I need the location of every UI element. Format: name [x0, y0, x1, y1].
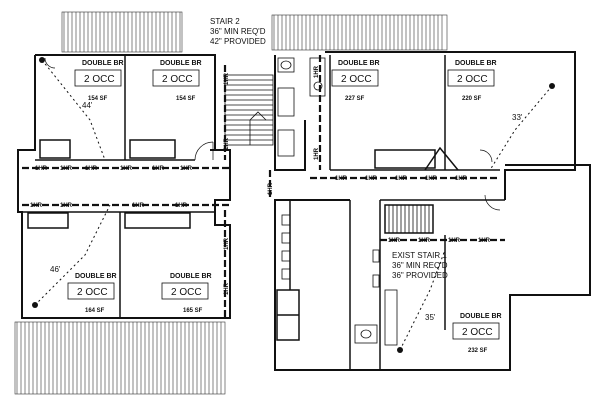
svg-text:2 OCC: 2 OCC — [457, 74, 488, 85]
svg-text:DOUBLE BR: DOUBLE BR — [170, 273, 212, 280]
svg-text:1HR: 1HR — [388, 238, 401, 244]
svg-text:1HR: 1HR — [268, 182, 274, 195]
egress-paths — [34, 59, 553, 351]
svg-text:36" MIN REQ'D: 36" MIN REQ'D — [392, 261, 448, 270]
room-label-6: DOUBLE BR 2 OCC 232 SF — [460, 313, 502, 354]
svg-text:2 OCC: 2 OCC — [462, 327, 493, 338]
stair-2-note: STAIR 2 36" MIN REQ'D 42" PROVIDED — [210, 17, 266, 46]
one-hour-rated-walls — [22, 55, 505, 318]
svg-text:1HR: 1HR — [30, 203, 43, 209]
svg-text:1HR: 1HR — [395, 176, 408, 182]
svg-text:2 OCC: 2 OCC — [84, 74, 115, 85]
svg-text:1HR: 1HR — [60, 166, 73, 172]
svg-text:1HR: 1HR — [60, 203, 73, 209]
doors — [44, 57, 501, 211]
roof-hatch-top-left — [61, 11, 183, 53]
interior-walls — [22, 55, 505, 370]
travel-distances: 44' 33' 46' 35' — [50, 101, 523, 322]
exterior-walls — [17, 51, 591, 371]
bathroom-fixtures — [277, 57, 398, 346]
svg-text:1HR: 1HR — [120, 166, 133, 172]
svg-text:46': 46' — [50, 265, 61, 274]
svg-text:1HR: 1HR — [478, 238, 491, 244]
svg-text:1HR: 1HR — [175, 203, 188, 209]
svg-text:36" MIN REQ'D: 36" MIN REQ'D — [210, 27, 266, 36]
svg-text:227 SF: 227 SF — [345, 96, 365, 102]
roof-hatch-bottom-left — [14, 321, 226, 395]
svg-text:1HR: 1HR — [35, 166, 48, 172]
room-label-4: DOUBLE BR 2 OCC 164 SF — [75, 273, 117, 314]
svg-text:DOUBLE BR: DOUBLE BR — [82, 60, 124, 67]
exist-stair-1-note: EXIST STAIR 1 36" MIN REQ'D 36" PROVIDED — [392, 251, 448, 280]
room-label-5: DOUBLE BR 2 OCC 165 SF — [170, 273, 212, 314]
svg-text:2 OCC: 2 OCC — [162, 74, 193, 85]
svg-text:2 OCC: 2 OCC — [77, 287, 108, 298]
svg-text:1HR: 1HR — [314, 65, 320, 78]
svg-text:1HR: 1HR — [455, 176, 468, 182]
exist-stair-1 — [384, 204, 434, 234]
svg-text:1HR: 1HR — [152, 166, 165, 172]
svg-text:165 SF: 165 SF — [183, 308, 203, 314]
egress-origin-dots — [32, 57, 555, 353]
room-label-1: DOUBLE BR 2 OCC 154 SF — [160, 60, 202, 102]
svg-text:DOUBLE BR: DOUBLE BR — [455, 60, 497, 67]
svg-text:STAIR 2: STAIR 2 — [210, 17, 240, 26]
svg-text:DOUBLE BR: DOUBLE BR — [75, 273, 117, 280]
svg-text:220 SF: 220 SF — [462, 96, 482, 102]
svg-text:2 OCC: 2 OCC — [341, 74, 372, 85]
svg-text:154 SF: 154 SF — [88, 96, 108, 102]
svg-text:1HR: 1HR — [425, 176, 438, 182]
svg-text:154 SF: 154 SF — [176, 96, 196, 102]
svg-text:1HR: 1HR — [132, 203, 145, 209]
svg-text:1HR: 1HR — [448, 238, 461, 244]
svg-text:DOUBLE BR: DOUBLE BR — [460, 313, 502, 320]
svg-text:1HR: 1HR — [224, 237, 230, 250]
svg-text:1HR: 1HR — [224, 72, 230, 85]
svg-text:1HR: 1HR — [224, 137, 230, 150]
room-label-0: DOUBLE BR 2 OCC 154 SF — [82, 60, 124, 102]
stair-2 — [224, 74, 274, 146]
svg-text:1HR: 1HR — [314, 147, 320, 160]
svg-text:DOUBLE BR: DOUBLE BR — [160, 60, 202, 67]
svg-text:164 SF: 164 SF — [85, 308, 105, 314]
svg-text:232 SF: 232 SF — [468, 348, 488, 354]
svg-text:DOUBLE BR: DOUBLE BR — [338, 60, 380, 67]
hr-labels: 1HR 1HR 1HR 1HR 1HR 1HR 1HR 1HR 1HR 1HR … — [30, 65, 491, 295]
svg-text:1HR: 1HR — [85, 166, 98, 172]
roof-hatch-top-right — [271, 14, 448, 51]
svg-text:42" PROVIDED: 42" PROVIDED — [210, 37, 266, 46]
svg-text:44': 44' — [82, 101, 93, 110]
svg-text:1HR: 1HR — [335, 176, 348, 182]
svg-text:35': 35' — [425, 313, 436, 322]
svg-text:1HR: 1HR — [224, 282, 230, 295]
svg-text:1HR: 1HR — [180, 166, 193, 172]
room-label-3: DOUBLE BR 2 OCC 220 SF — [455, 60, 497, 102]
room-label-2: DOUBLE BR 2 OCC 227 SF — [338, 60, 380, 102]
occupancy-boxes — [67, 69, 500, 340]
svg-text:1HR: 1HR — [418, 238, 431, 244]
svg-text:1HR: 1HR — [365, 176, 378, 182]
svg-text:EXIST STAIR 1: EXIST STAIR 1 — [392, 251, 447, 260]
svg-text:33': 33' — [512, 113, 523, 122]
svg-text:2 OCC: 2 OCC — [171, 287, 202, 298]
svg-text:36" PROVIDED: 36" PROVIDED — [392, 271, 448, 280]
